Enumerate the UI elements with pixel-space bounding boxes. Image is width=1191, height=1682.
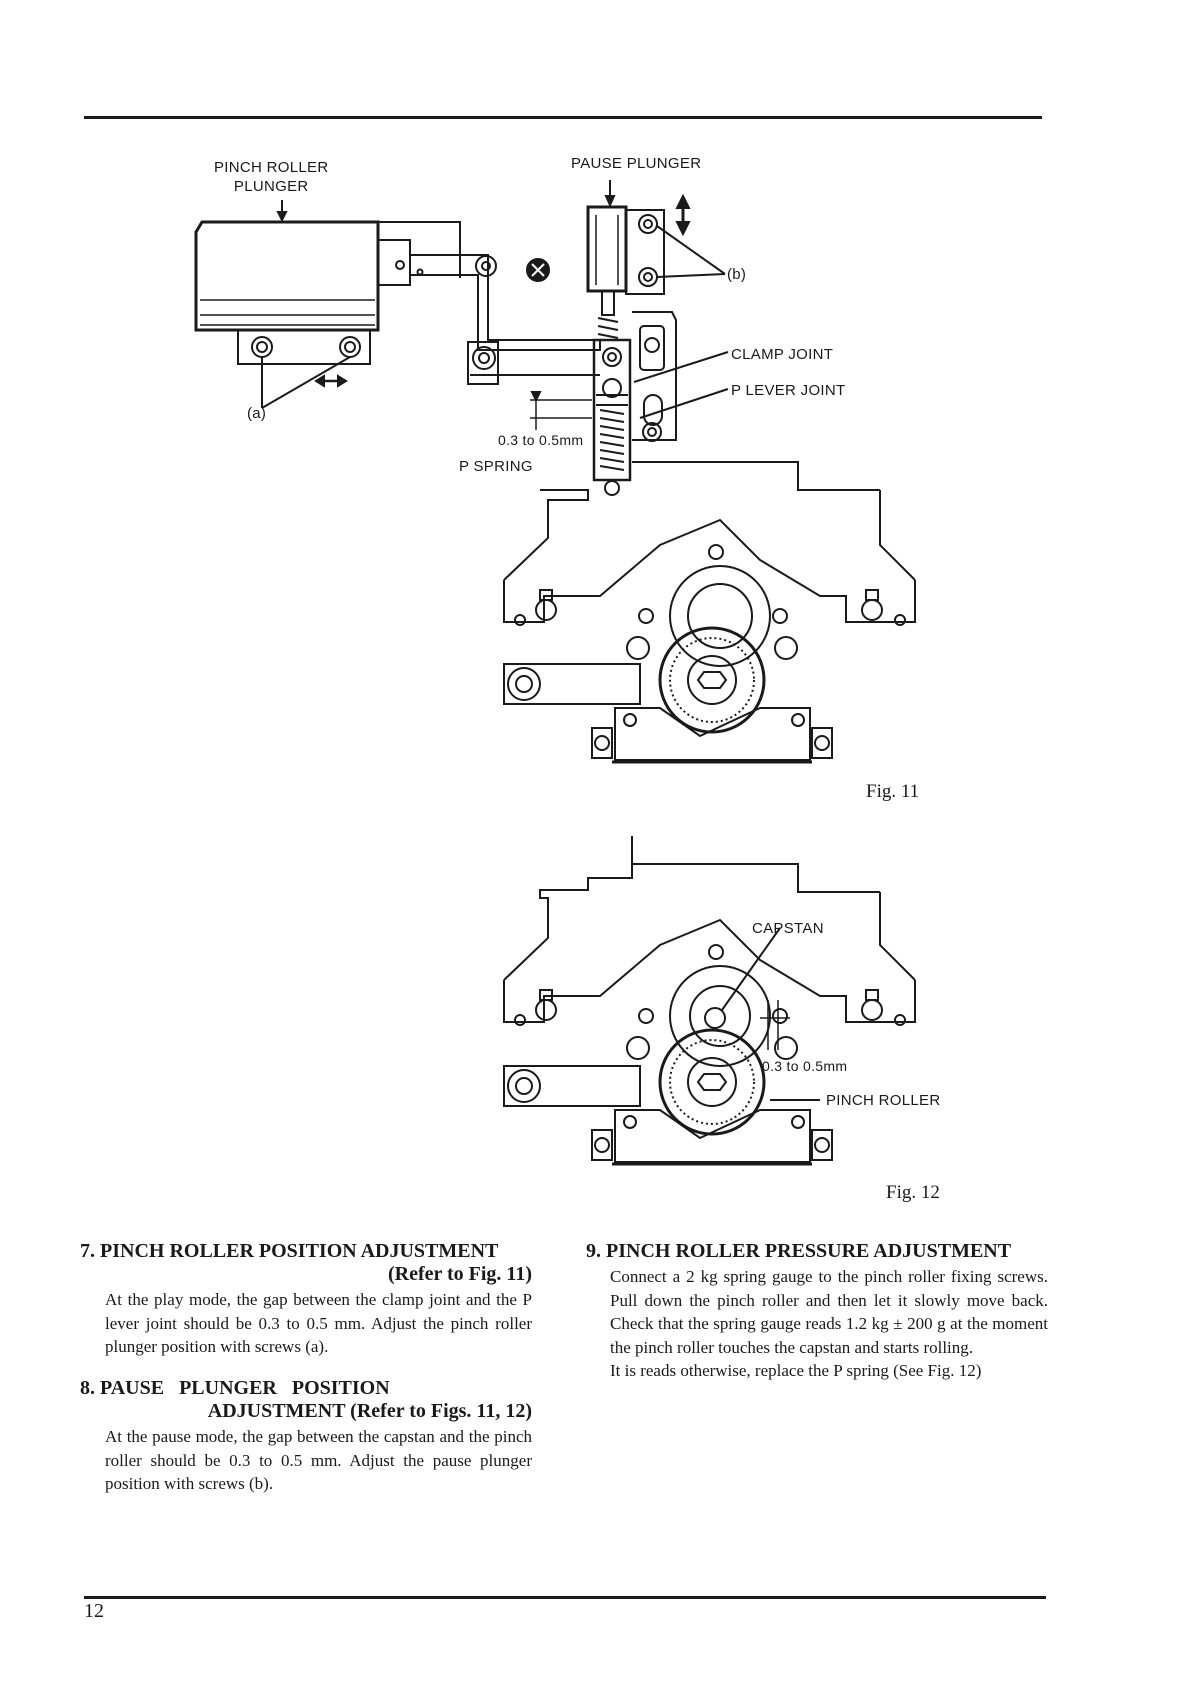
page-number: 12 — [84, 1600, 104, 1622]
fig12-label-capstan: CAPSTAN — [752, 920, 824, 937]
fig12-diagram — [503, 836, 916, 1166]
section-7-title: 7. PINCH ROLLER POSITION ADJUSTMENT — [80, 1240, 499, 1262]
fig11-label-pinch-roller-plunger: PINCH ROLLER PLUNGER — [214, 159, 329, 195]
section-9: 9. PINCH ROLLER PRESSURE ADJUSTMENT Conn… — [586, 1240, 1048, 1383]
fig11-label-b: (b) — [727, 266, 747, 283]
fig11-label-gap: 0.3 to 0.5mm — [498, 432, 584, 448]
footer-rule — [84, 1596, 1046, 1599]
fig11-label-pause-plunger: PAUSE PLUNGER — [571, 155, 702, 172]
section-9-title: 9. PINCH ROLLER PRESSURE ADJUSTMENT — [586, 1240, 1012, 1262]
section-8-body: At the pause mode, the gap between the c… — [105, 1427, 532, 1493]
fig12-label-gap: 0.3 to 0.5mm — [762, 1058, 848, 1074]
fig11-label-p-spring: P SPRING — [459, 458, 533, 475]
section-7-ref: (Refer to Fig. 11) — [387, 1263, 532, 1285]
fig12-caption: Fig. 12 — [886, 1182, 940, 1203]
section-9-body-1: Connect a 2 kg spring gauge to the pinch… — [610, 1267, 1048, 1357]
section-8: 8. PAUSE PLUNGER POSITION ADJUSTMENT (Re… — [80, 1377, 532, 1496]
fig11-label-clamp-joint: CLAMP JOINT — [731, 346, 834, 363]
section-8-title: 8. PAUSE PLUNGER POSITION — [80, 1377, 390, 1399]
section-7: 7. PINCH ROLLER POSITION ADJUSTMENT (Ref… — [80, 1240, 532, 1359]
header-rule — [84, 116, 1042, 119]
fig12-label-pinch-roller: PINCH ROLLER — [826, 1092, 941, 1109]
fig11-caption: Fig. 11 — [866, 781, 920, 802]
section-8-ref: ADJUSTMENT (Refer to Figs. 11, 12) — [207, 1400, 532, 1422]
fig11-label-a: (a) — [247, 405, 267, 422]
section-9-body-2: It is reads otherwise, replace the P spr… — [610, 1361, 982, 1380]
fig11-diagram — [194, 180, 916, 764]
fig11-label-p-lever-joint: P LEVER JOINT — [731, 382, 846, 399]
section-7-body: At the play mode, the gap between the cl… — [105, 1290, 532, 1356]
